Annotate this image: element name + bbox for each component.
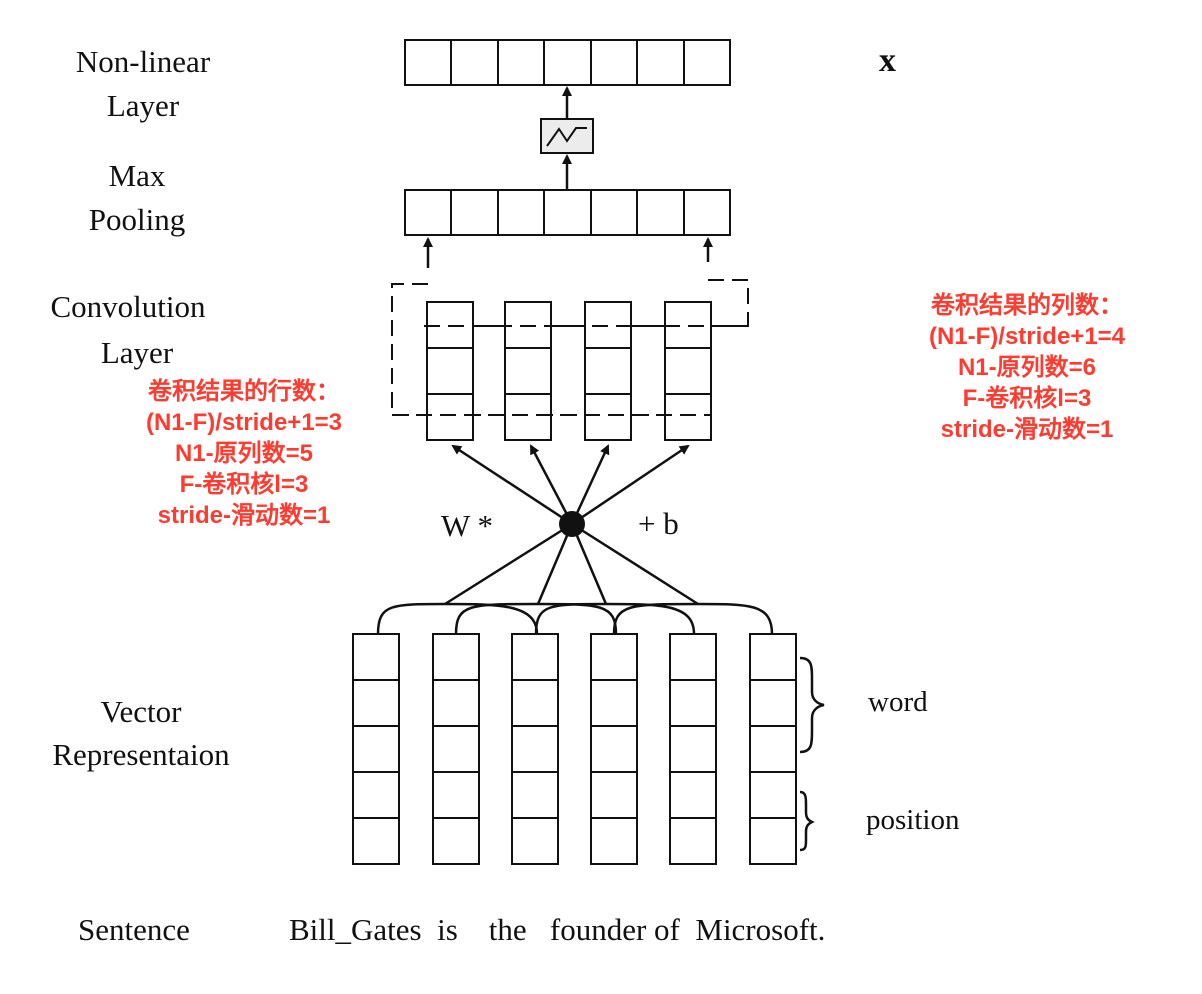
vector-label-line2: Representaion [52,737,230,772]
nonlinear-layer-boxes [404,39,731,86]
maxpool-label-line1: Max [108,158,166,193]
column-count-note: 卷积结果的列数： (N1-F)/stride+1=4 N1-原列数=6 F-卷积… [929,290,1125,445]
col-note-line: (N1-F)/stride+1=4 [928,323,1126,350]
max-pooling-boxes [404,189,731,236]
kernel-connections [444,522,699,606]
col-note-line: N1-原列数=6 [957,354,1097,381]
vector-columns [352,633,797,865]
word-brace [799,656,825,754]
col-note-line: F-卷积核l=3 [962,385,1092,412]
kernel-window-arcs [376,602,774,635]
maxpool-label-line2: Pooling [88,202,186,237]
sentence-text: Bill_Gates is the founder of Microsoft. [289,912,826,947]
position-brace [799,790,815,852]
bias-label: + b [638,506,679,541]
pooling-arrows [423,237,713,268]
col-note-line: stride-滑动数=1 [940,416,1114,443]
row-note-line: stride-滑动数=1 [157,502,331,529]
nonlinear-label-line1: Non-linear [75,44,211,79]
weight-label: W * [441,508,493,543]
row-count-note: 卷积结果的行数： (N1-F)/stride+1=3 N1-原列数=5 F-卷积… [146,376,342,531]
row-note-line: 卷积结果的行数： [147,378,340,405]
pooling-window-lines [392,325,748,416]
position-label: position [866,804,960,836]
vector-label-line1: Vector [100,694,182,729]
word-label: word [868,686,928,718]
output-x-label: x [879,42,896,79]
row-note-line: (N1-F)/stride+1=3 [145,409,343,436]
row-note-line: F-卷积核l=3 [179,471,309,498]
nonlinear-label-line2: Layer [106,88,180,123]
convolution-label-line1: Convolution [50,289,206,324]
sentence-label: Sentence [78,912,190,947]
convolution-arrows [451,444,690,526]
convolution-node [559,511,585,537]
convolution-label-line2: Layer [100,335,174,370]
activation-function-icon [540,118,594,154]
row-note-line: N1-原列数=5 [174,440,314,467]
convolution-columns [426,301,712,441]
col-note-line: 卷积结果的列数： [930,292,1123,319]
